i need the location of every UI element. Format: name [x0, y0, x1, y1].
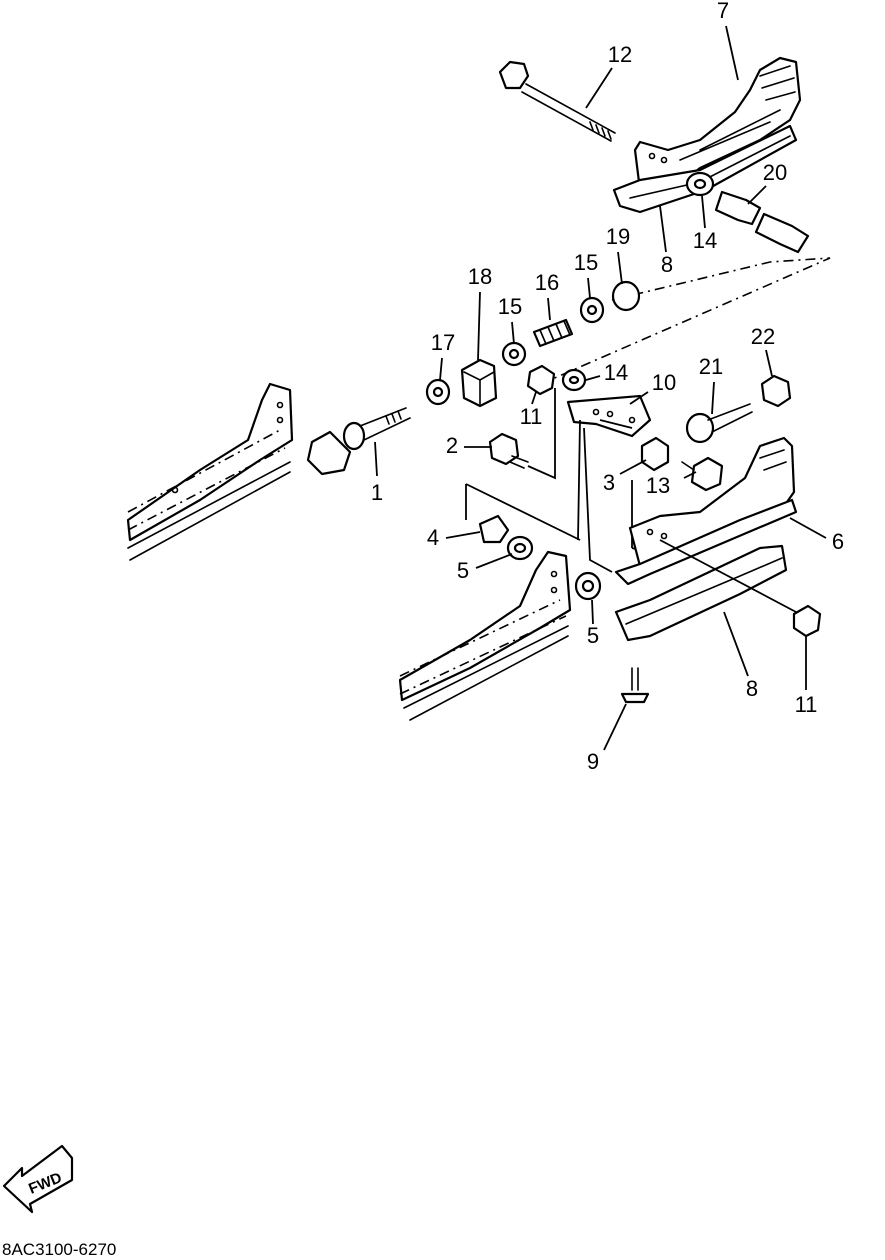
diagram-code: 8AC3100-6270 — [2, 1240, 117, 1259]
svg-text:4: 4 — [427, 525, 439, 550]
sleeve-4 — [478, 514, 510, 544]
callout-17: 17 — [431, 330, 455, 381]
spring-16 — [532, 318, 574, 348]
washer-14-center — [561, 368, 587, 392]
callout-3: 3 — [603, 459, 647, 495]
svg-text:9: 9 — [587, 749, 599, 774]
lever-plate-10 — [566, 394, 652, 438]
cap-19 — [611, 280, 641, 312]
callout-6: 6 — [789, 517, 844, 554]
svg-text:5: 5 — [457, 558, 469, 583]
nut-11-center — [526, 364, 556, 396]
svg-text:3: 3 — [603, 470, 615, 495]
fwd-arrow-icon: FWD — [2, 1144, 74, 1214]
svg-text:12: 12 — [608, 42, 632, 67]
callout-11a: 11 — [520, 391, 543, 429]
collar-5-left — [506, 535, 534, 561]
nut-3 — [640, 436, 670, 472]
lower-left-seat-frame — [398, 550, 572, 721]
pin-20 — [714, 190, 810, 254]
svg-text:20: 20 — [763, 160, 787, 185]
callout-11b: 11 — [795, 636, 818, 717]
lower-seat-rail-assembly — [614, 436, 798, 642]
callout-12: 12 — [585, 42, 632, 109]
svg-text:2: 2 — [446, 433, 458, 458]
svg-text:11: 11 — [795, 692, 818, 717]
callout-7: 7 — [717, 0, 739, 81]
svg-text:16: 16 — [535, 270, 559, 295]
bolt-9 — [620, 667, 650, 704]
nut-11-lower — [792, 604, 822, 638]
bolt-13 — [681, 456, 724, 492]
callout-8b: 8 — [723, 611, 758, 701]
callout-20: 20 — [747, 160, 787, 205]
long-bolt-12 — [498, 60, 616, 142]
svg-text:19: 19 — [606, 224, 630, 249]
callout-21: 21 — [699, 354, 723, 415]
callout-8a: 8 — [659, 205, 673, 277]
callout-4: 4 — [427, 525, 481, 550]
svg-text:21: 21 — [699, 354, 723, 379]
callout-9: 9 — [587, 703, 627, 774]
svg-text:5: 5 — [587, 623, 599, 648]
svg-text:10: 10 — [652, 370, 676, 395]
callout-13: 13 — [646, 471, 697, 498]
bolt-2 — [488, 432, 529, 469]
callout-14a: 14 — [693, 195, 717, 253]
left-seat-frame — [126, 382, 294, 561]
callout-1: 1 — [371, 441, 383, 505]
bolt-with-sleeve-1 — [306, 407, 411, 476]
nut-22 — [760, 374, 792, 408]
callout-15a: 15 — [498, 294, 522, 345]
svg-text:17: 17 — [431, 330, 455, 355]
collar-15-left — [501, 341, 527, 367]
svg-text:6: 6 — [832, 529, 844, 554]
callout-15b: 15 — [574, 250, 598, 299]
callout-5b: 5 — [587, 599, 599, 648]
block-18 — [460, 358, 498, 408]
collar-5-right — [574, 571, 602, 601]
svg-text:1: 1 — [371, 480, 383, 505]
svg-text:15: 15 — [574, 250, 598, 275]
callout-16: 16 — [535, 270, 559, 321]
svg-text:13: 13 — [646, 473, 670, 498]
spacer-17 — [425, 378, 451, 406]
callout-10: 10 — [629, 370, 676, 405]
callout-19: 19 — [606, 224, 630, 285]
callout-5a: 5 — [457, 553, 513, 583]
callout-14b: 14 — [585, 360, 628, 385]
bolt-21 — [685, 403, 753, 444]
svg-text:15: 15 — [498, 294, 522, 319]
svg-text:14: 14 — [604, 360, 628, 385]
svg-text:22: 22 — [751, 324, 775, 349]
callout-2: 2 — [446, 433, 492, 458]
svg-text:7: 7 — [717, 0, 729, 23]
callout-18: 18 — [468, 264, 492, 361]
upper-seat-rail-assembly — [498, 56, 831, 381]
svg-text:14: 14 — [693, 228, 717, 253]
svg-text:8: 8 — [661, 252, 673, 277]
callout-22: 22 — [751, 324, 775, 377]
svg-text:11: 11 — [520, 404, 543, 429]
svg-text:18: 18 — [468, 264, 492, 289]
svg-text:8: 8 — [746, 676, 758, 701]
collar-15-right — [579, 296, 605, 324]
